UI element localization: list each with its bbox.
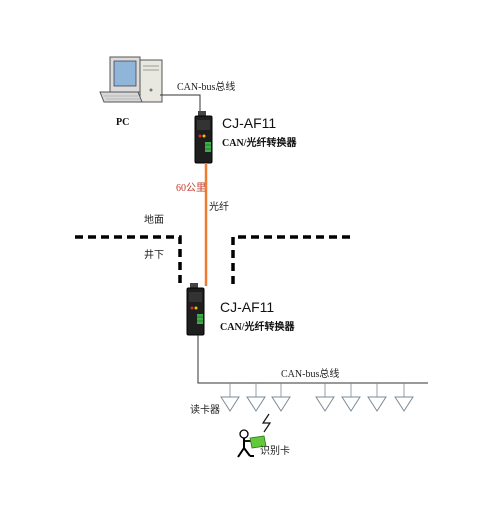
converter-top-model: CJ-AF11 [222,115,276,131]
converter-bottom-icon [186,283,205,336]
pc-label: PC [116,117,129,128]
reader-icon [271,383,291,412]
pc-bus-label: CAN-bus总线 [177,80,235,93]
readers-group [220,383,414,412]
reader-icon [394,383,414,412]
converter-bottom-type: CAN/光纤转换器 [220,320,295,333]
pc-link-line [160,94,201,115]
reader-icon [246,383,266,412]
ground-above-label: 地面 [144,213,164,226]
ground-below-label: 井下 [144,248,164,261]
fiber-label: 光纤 [209,200,229,213]
reader-icon [315,383,335,412]
pc-icon [99,56,163,103]
reader-label: 读卡器 [190,403,220,416]
bottom-bus-label: CAN-bus总线 [281,367,339,380]
reader-icon [220,383,240,412]
reader-icon [367,383,387,412]
converter-top-type: CAN/光纤转换器 [222,136,297,149]
lightning-icon [261,413,272,433]
reader-icon [341,383,361,412]
ground-boundary [75,235,350,284]
converter-top-icon [194,111,213,164]
person-with-card-icon [237,429,267,458]
card-label: 识别卡 [260,444,290,457]
fiber-distance: 60公里 [176,182,206,194]
converter-bottom-model: CJ-AF11 [220,299,274,315]
